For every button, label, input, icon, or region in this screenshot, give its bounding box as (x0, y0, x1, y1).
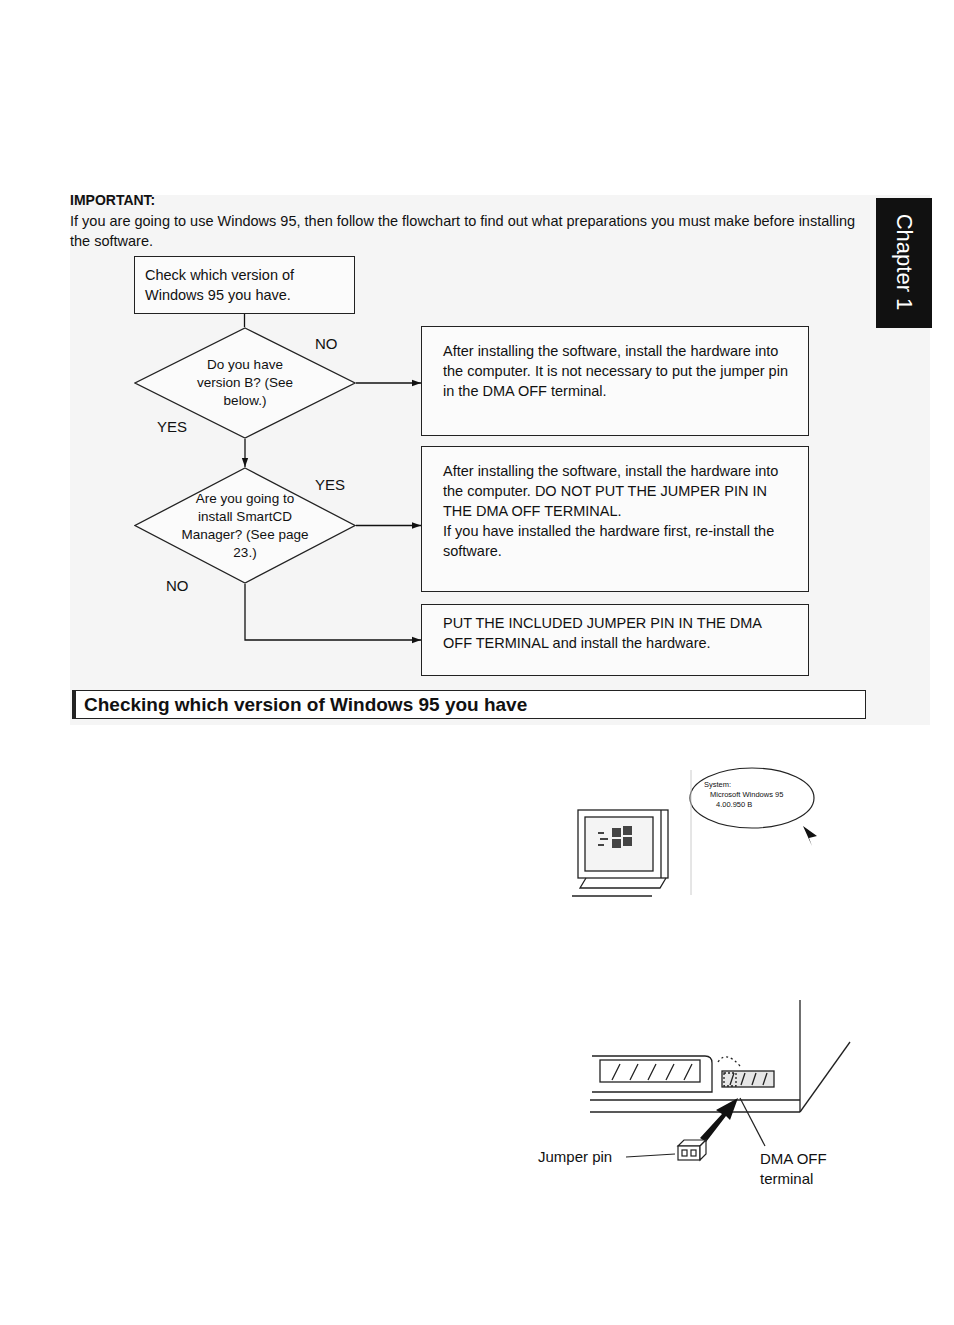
flow-connector (244, 314, 245, 327)
branch-label: NO (314, 335, 339, 353)
flowchart-ground (70, 195, 930, 725)
insert-arrow (700, 1098, 738, 1142)
flow-connector (245, 584, 421, 640)
leader-line (626, 1154, 675, 1157)
diamond-text: Do you have version B? (See below.) (191, 356, 299, 410)
box-text: If you have installed the hardware first… (443, 521, 792, 561)
version-callout (690, 768, 817, 895)
process-box: After installing the software, install t… (421, 326, 809, 436)
box-text: After installing the software, install t… (443, 461, 792, 521)
monitor-icon (572, 810, 668, 896)
process-box: Check which version of Windows 95 you ha… (134, 256, 355, 314)
page-label: Microsoft Windows 95 (710, 790, 820, 799)
branch-label: NO (165, 577, 190, 595)
jumper-pin-part (678, 1140, 706, 1160)
diamond-text: Are you going to install SmartCD Manager… (181, 490, 309, 562)
page-label: If you are going to use Windows 95, then… (70, 211, 870, 251)
card-illustration (590, 1000, 850, 1112)
page-label: DMA OFF terminal (760, 1149, 850, 1189)
flow-connector (356, 525, 421, 526)
box-text: Check which version of Windows 95 you ha… (145, 265, 344, 305)
chapter-label: Chapter 1 (890, 202, 918, 322)
page-label: System: (704, 780, 764, 789)
box-text: After installing the software, install t… (443, 341, 792, 401)
flow-connector (244, 439, 245, 467)
page-label: Jumper pin (538, 1147, 628, 1167)
chapter-tab (876, 198, 932, 328)
process-box: After installing the software, install t… (421, 446, 809, 592)
leader-line (740, 1098, 765, 1146)
box-text: PUT THE INCLUDED JUMPER PIN IN THE DMA O… (443, 613, 792, 653)
branch-label: YES (156, 418, 188, 436)
page-label: 4.00.950 B (716, 800, 776, 809)
section-heading: Checking which version of Windows 95 you… (72, 690, 866, 719)
flow-connector (356, 382, 421, 383)
page-label: IMPORTANT: (70, 190, 270, 210)
branch-label: YES (314, 476, 346, 494)
process-box: PUT THE INCLUDED JUMPER PIN IN THE DMA O… (421, 604, 809, 676)
